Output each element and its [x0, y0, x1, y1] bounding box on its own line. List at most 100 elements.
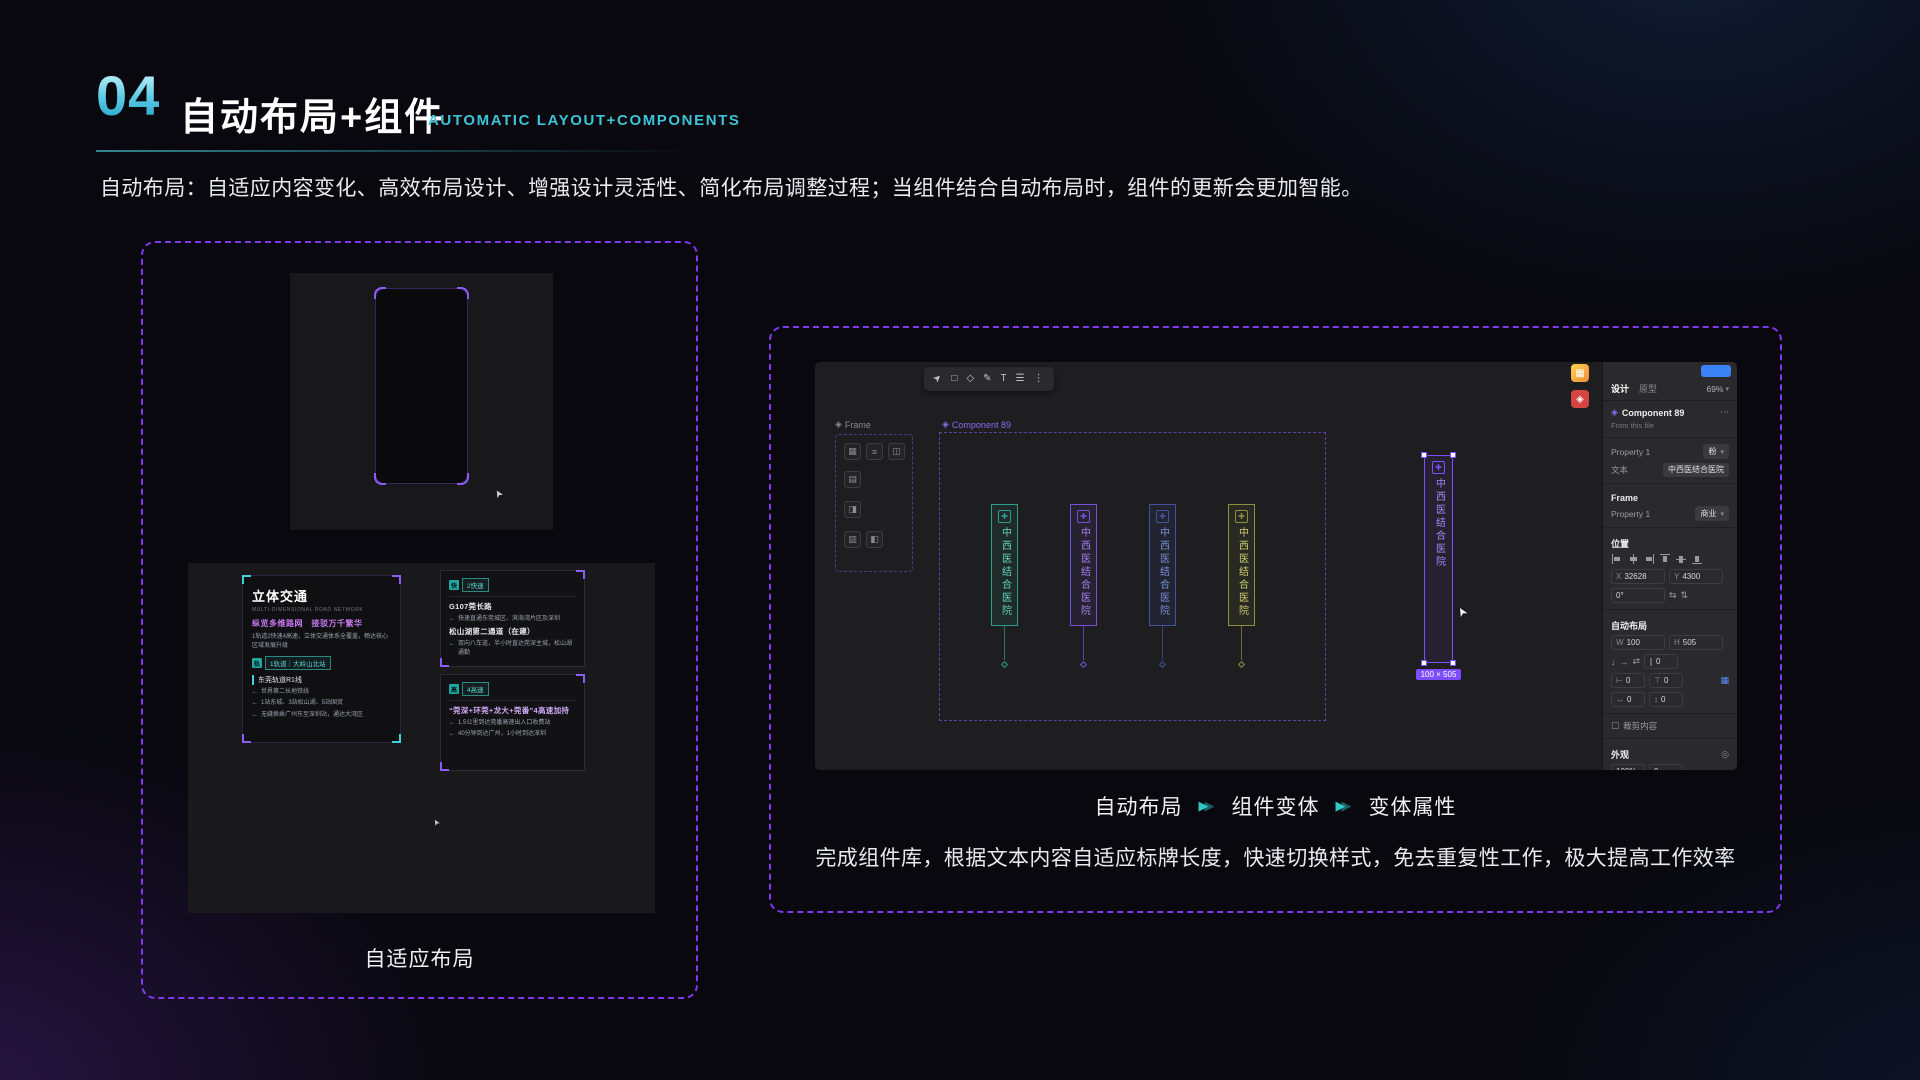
plugin-icon[interactable]: ▦	[1571, 364, 1589, 382]
share-button[interactable]	[1701, 365, 1731, 377]
plugin-icon[interactable]: ◈	[1571, 390, 1589, 408]
component-tile-icon[interactable]: ▦	[844, 443, 861, 460]
highway-card-header: 高 4高速	[449, 682, 576, 701]
padding-vertical-value: 0	[1663, 676, 1669, 685]
more-tools-icon[interactable]: ⋮	[1033, 373, 1044, 384]
component-frame-label[interactable]: ◈ Component 89	[942, 419, 1011, 430]
component-icon: ◈	[1611, 407, 1618, 417]
eye-icon[interactable]: ◎	[1721, 749, 1729, 759]
banner-text: 中西医结合医院	[1433, 478, 1445, 569]
align-left-icon[interactable]	[1611, 553, 1623, 565]
banner-component[interactable]: ✚ 中西医结合医院	[1070, 504, 1097, 669]
corner-accent	[392, 734, 401, 743]
zoom-control[interactable]: 69% ▾	[1706, 384, 1729, 394]
height-field[interactable]: H 505	[1669, 635, 1723, 650]
padding-top-bottom-field[interactable]: ↕ 0	[1649, 692, 1683, 707]
play-icon: ▶	[1204, 798, 1216, 813]
bullet-arrow-icon: ←	[449, 720, 455, 726]
bullet-text: 双向八车道，半小时直达莞深主城，松山湖通勤	[458, 641, 573, 656]
component-name-row: ◈ Component 89 ⋯	[1603, 401, 1737, 420]
transit-badge-row: 轨 1轨道｜大岭山北站	[252, 656, 391, 670]
corner-accent	[374, 473, 386, 485]
bullet-arrow-icon: ←	[252, 700, 258, 707]
property1-select[interactable]: 粉 ▾	[1703, 444, 1729, 459]
panel-divider	[1603, 437, 1737, 438]
component-tile-icon[interactable]: ≡	[866, 443, 883, 460]
banner-component[interactable]: ✚ 中西医结合医院	[991, 504, 1018, 669]
gap-field[interactable]: ∥ 0	[1644, 654, 1679, 669]
padding-left-right-field[interactable]: ↔ 0	[1611, 692, 1645, 707]
selection-handle[interactable]	[1450, 452, 1456, 458]
more-icon[interactable]: ⋯	[1720, 407, 1729, 417]
shape-tool-icon[interactable]: ◇	[966, 373, 975, 384]
align-top-icon[interactable]	[1659, 553, 1671, 565]
layout-wrap-icon[interactable]: ⇄	[1632, 656, 1641, 666]
align-bottom-icon[interactable]	[1691, 553, 1703, 565]
tab-design[interactable]: 设计	[1611, 384, 1630, 394]
padding-vertical-field[interactable]: ⊤ 0	[1649, 673, 1683, 688]
checkbox-icon[interactable]: ☐	[1611, 720, 1620, 731]
pen-tool-icon[interactable]: ✎	[983, 373, 992, 384]
caret-down-icon: ▾	[1720, 448, 1724, 456]
distribute-icon[interactable]: ▦	[1720, 675, 1729, 685]
hand-tool-icon[interactable]: ☰	[1015, 373, 1025, 384]
banner-component[interactable]: ✚ 中西医结合医院	[1149, 504, 1176, 669]
tab-prototype[interactable]: 原型	[1639, 384, 1658, 394]
align-center-icon[interactable]	[1627, 553, 1639, 565]
hospital-cross-icon: ✚	[1432, 461, 1445, 474]
layout-horizontal-icon[interactable]: →	[1619, 656, 1629, 667]
flip-vertical-icon[interactable]: ⇅	[1680, 590, 1689, 600]
corner-accent	[576, 674, 585, 683]
banner-sign: ✚ 中西医结合医院	[1421, 452, 1456, 666]
transit-card: 立体交通 MULTI-DIMENSIONAL ROAD NETWORK 纵览多维…	[242, 575, 401, 743]
step-arrow-icon: ▶ ▶	[1199, 798, 1216, 814]
text-value-field[interactable]: 中西医结合医院	[1663, 463, 1729, 477]
selection-handle[interactable]	[1421, 660, 1427, 666]
rotation-field[interactable]: 0°	[1611, 588, 1665, 603]
banner-pole-dot	[1079, 660, 1088, 669]
panel-divider	[1603, 609, 1737, 610]
selection-handle[interactable]	[1421, 452, 1427, 458]
align-right-icon[interactable]	[1643, 553, 1655, 565]
move-tool-icon[interactable]: ➤	[930, 371, 945, 386]
component-tile-icon[interactable]: ◨	[844, 501, 861, 518]
frame-tool-icon[interactable]: □	[951, 373, 958, 384]
align-middle-icon[interactable]	[1675, 553, 1687, 565]
banner-component-selected[interactable]: ✚ 中西医结合医院 100 × 505	[1415, 452, 1462, 680]
left-showcase-box: ➤ 立体交通 MULTI-DIMENSIONAL ROAD NETWORK 纵览…	[141, 241, 698, 999]
frame-layer-label[interactable]: ◈ Frame	[835, 419, 871, 430]
width-field[interactable]: W 100	[1611, 635, 1665, 650]
corner-accent	[440, 762, 449, 771]
panel-divider	[1603, 713, 1737, 714]
component-tile-icon[interactable]: ▥	[844, 531, 861, 548]
banner-component[interactable]: ✚ 中西医结合医院	[1228, 504, 1255, 669]
component-tile-icon[interactable]: ◧	[866, 531, 883, 548]
corner-radius-field[interactable]: 0	[1649, 764, 1683, 770]
flip-horizontal-icon[interactable]: ⇆	[1669, 590, 1677, 600]
padding-horizontal-field[interactable]: ⊢ 0	[1611, 673, 1645, 688]
opacity-field[interactable]: 100%	[1611, 764, 1645, 770]
x-field[interactable]: X 32628	[1611, 569, 1665, 584]
w-value: 100	[1626, 638, 1640, 647]
panel-tabs: 设计 原型 69% ▾	[1603, 379, 1737, 401]
corner-accent	[242, 734, 251, 743]
component-tile-icon[interactable]: ◫	[888, 443, 905, 460]
workflow-steps: 自动布局 ▶ ▶ 组件变体 ▶ ▶ 变体属性	[771, 791, 1780, 821]
banner-text: 中西医结合医院	[1157, 527, 1169, 618]
property2-select[interactable]: 商业 ▾	[1695, 506, 1729, 521]
banner-pole	[1162, 626, 1163, 660]
property2-row: Property 1 商业 ▾	[1603, 504, 1737, 523]
padding-lr-icon: ↔	[1616, 695, 1624, 704]
clip-content-row: ☐ 裁剪内容	[1603, 718, 1737, 734]
selection-handle[interactable]	[1450, 660, 1456, 666]
step-arrow-icon: ▶ ▶	[1336, 798, 1353, 814]
autolayout-section-label: 自动布局	[1611, 621, 1648, 631]
layout-vertical-icon[interactable]: ↓	[1611, 656, 1616, 667]
text-tool-icon[interactable]: T	[1000, 373, 1007, 384]
component-tile-icon[interactable]: ▤	[844, 471, 861, 488]
y-field[interactable]: Y 4300	[1669, 569, 1723, 584]
step-label: 自动布局	[1094, 796, 1183, 819]
corner-accent	[440, 658, 449, 667]
rail-icon: 轨	[252, 658, 262, 668]
